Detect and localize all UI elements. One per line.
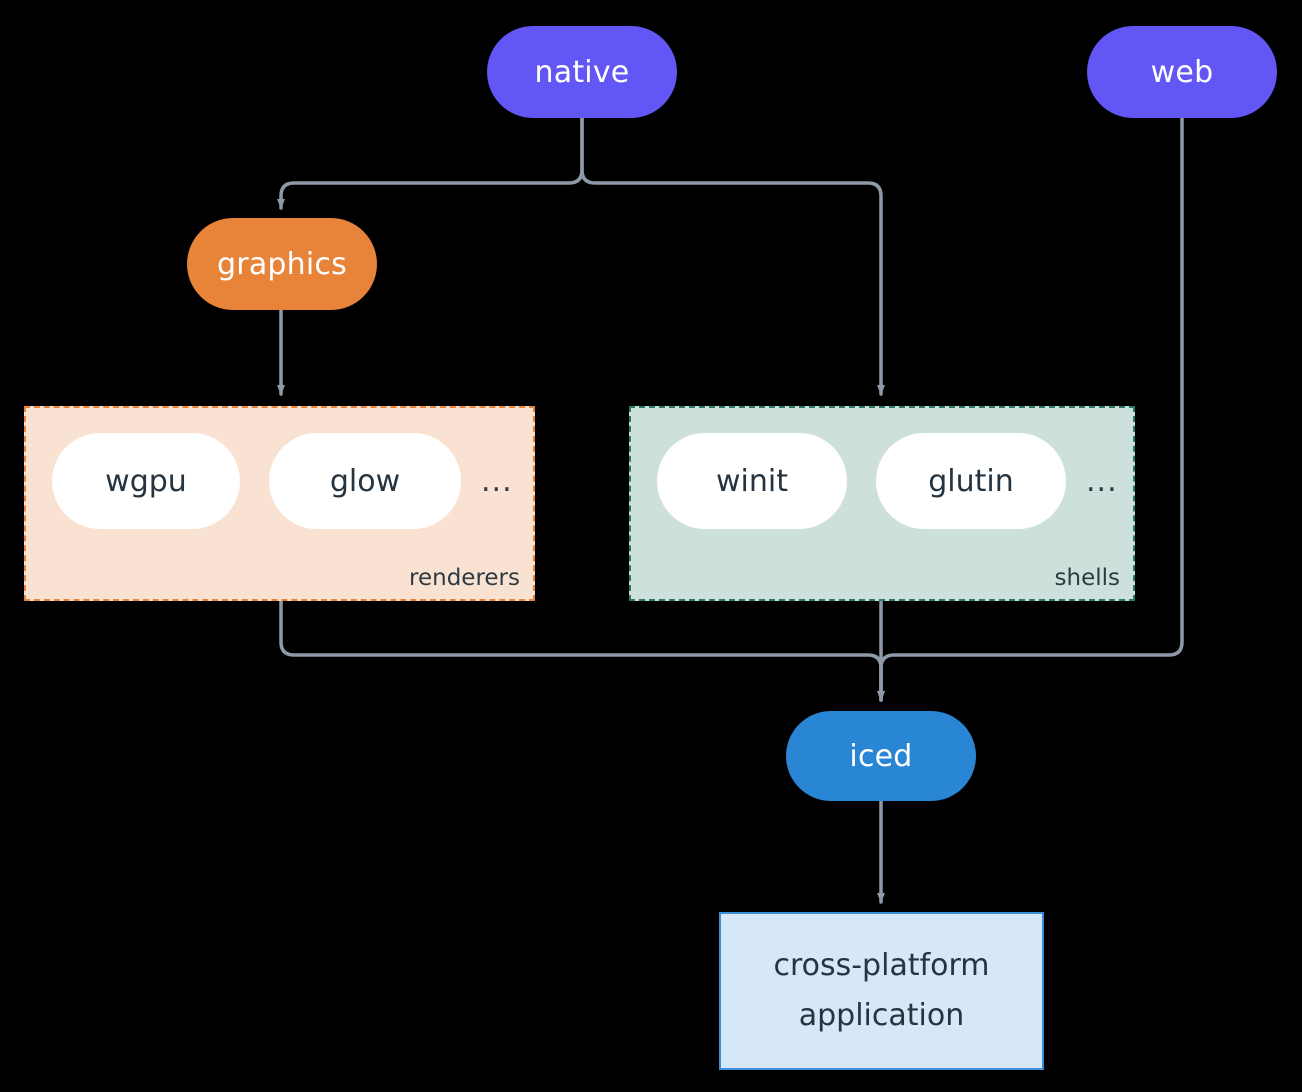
cluster-renderers-label: renderers — [409, 565, 520, 591]
node-native-label: native — [534, 54, 630, 90]
renderers-overflow-ellipsis: ... — [481, 463, 513, 499]
node-application-label-line2: application — [798, 998, 965, 1033]
node-glow[interactable]: glow — [269, 433, 461, 529]
node-iced[interactable]: iced — [786, 711, 976, 801]
edge-native-to-shells — [580, 116, 885, 396]
node-winit-label: winit — [716, 463, 788, 499]
node-wgpu-label: wgpu — [105, 463, 187, 499]
node-native[interactable]: native — [487, 26, 677, 118]
node-graphics[interactable]: graphics — [187, 218, 377, 310]
node-web-label: web — [1150, 54, 1214, 90]
node-graphics-label: graphics — [217, 246, 347, 282]
node-winit[interactable]: winit — [657, 433, 847, 529]
node-glutin[interactable]: glutin — [876, 433, 1066, 529]
edge-renderers-to-iced — [279, 599, 885, 702]
cluster-shells-label: shells — [1054, 565, 1120, 591]
node-cross-platform-application[interactable]: cross-platform application — [719, 912, 1044, 1070]
cluster-renderers: wgpu glow ... renderers — [24, 406, 535, 601]
node-glow-label: glow — [329, 463, 401, 499]
node-glutin-label: glutin — [928, 463, 1014, 499]
node-wgpu[interactable]: wgpu — [52, 433, 240, 529]
node-web[interactable]: web — [1087, 26, 1277, 118]
cluster-shells: winit glutin ... shells — [629, 406, 1135, 601]
edge-native-to-graphics — [277, 116, 584, 210]
node-iced-label: iced — [849, 738, 913, 774]
node-application-label-line1: cross-platform — [773, 948, 990, 983]
shells-overflow-ellipsis: ... — [1086, 463, 1118, 499]
